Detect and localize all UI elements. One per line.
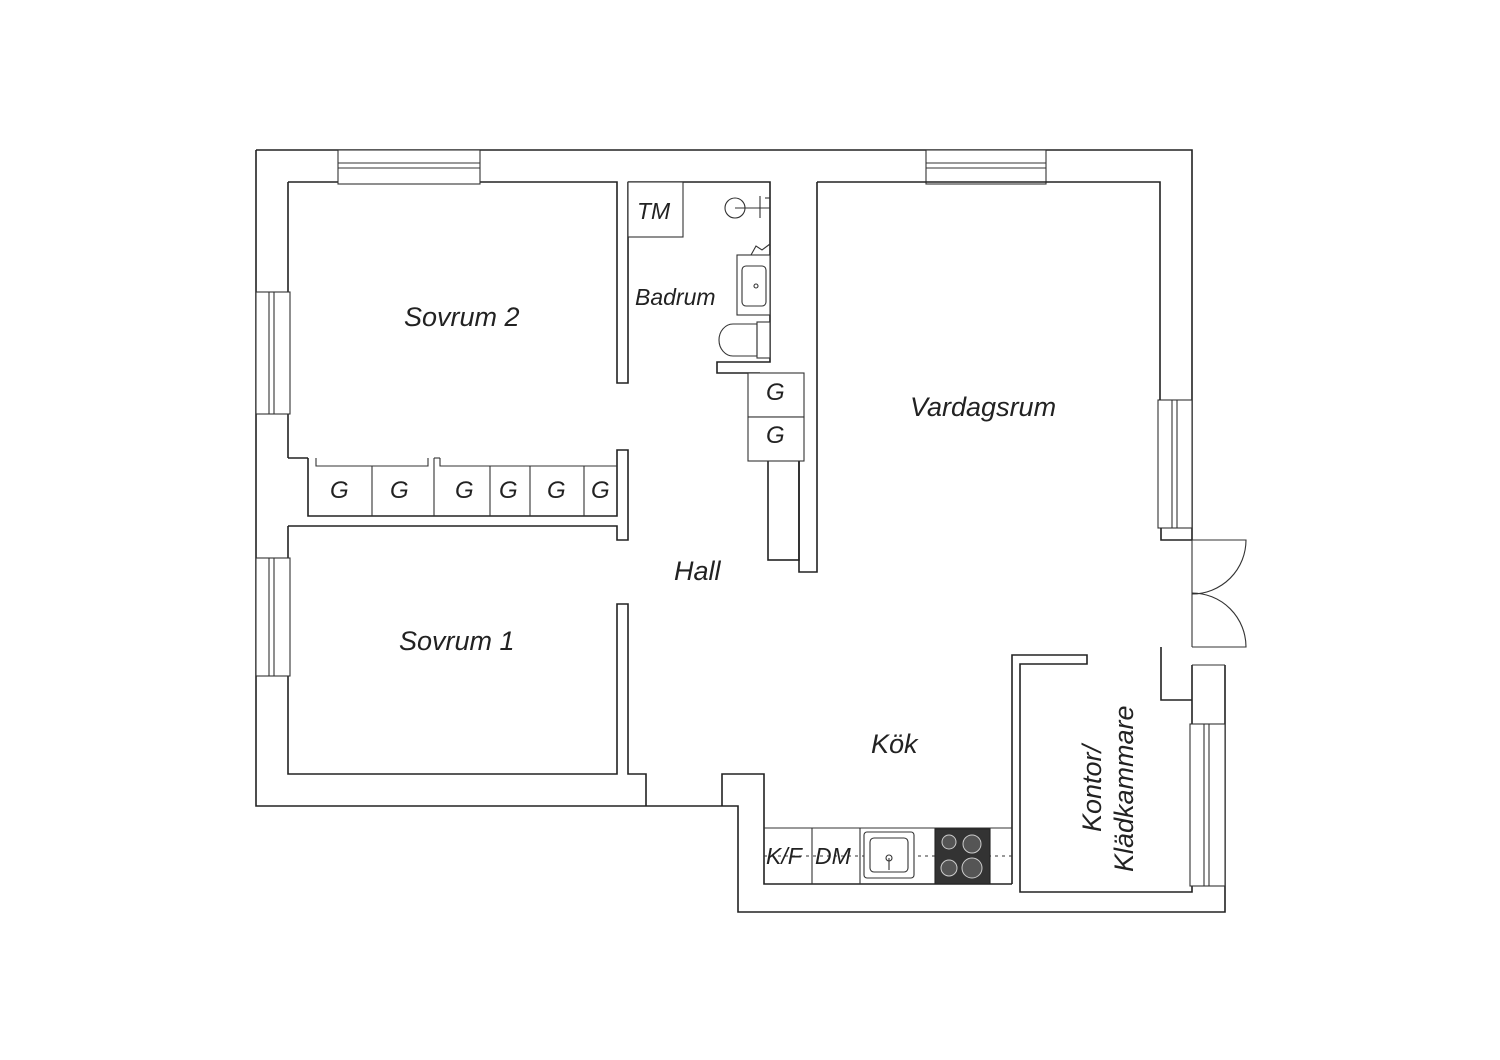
wardrobe-column-label-2: G xyxy=(766,422,785,449)
room-label-badrum: Badrum xyxy=(635,284,716,310)
washing-machine xyxy=(627,181,684,238)
kitchen-sink-icon xyxy=(863,831,915,879)
window-right-lower xyxy=(1189,723,1226,887)
room-labels: Sovrum 2 Sovrum 1 Badrum Vardagsrum Hall… xyxy=(399,284,1139,872)
washing-machine-label: TM xyxy=(637,198,671,224)
wardrobe-label-4: G xyxy=(499,477,518,504)
wardrobe-label-1: G xyxy=(330,477,349,504)
toilet-icon xyxy=(718,321,771,359)
window-right-upper xyxy=(1157,399,1193,529)
window-left-lower xyxy=(255,557,291,677)
dishwasher-label: DM xyxy=(815,843,852,869)
fridge-freezer-label: K/F xyxy=(766,843,804,869)
wardrobe-label-2: G xyxy=(390,477,409,504)
interior-walls xyxy=(288,181,1161,884)
wardrobe-column-label-1: G xyxy=(766,379,785,406)
room-label-kok: Kök xyxy=(871,729,919,759)
room-label-sovrum-2: Sovrum 2 xyxy=(404,302,520,332)
sink-icon xyxy=(736,243,771,316)
bathroom-fixtures: TM xyxy=(627,181,771,359)
kitchen-counter: K/F DM xyxy=(764,827,1012,885)
room-label-kontor: Kontor/ xyxy=(1077,742,1107,832)
wardrobe-label-3: G xyxy=(455,477,474,504)
wardrobe-row: G G G G G G xyxy=(307,457,618,517)
shower-icon xyxy=(724,196,770,219)
windows xyxy=(255,149,1226,887)
room-label-hall: Hall xyxy=(674,556,722,586)
window-top-right xyxy=(925,149,1047,185)
window-left-upper xyxy=(255,291,291,415)
room-label-sovrum-1: Sovrum 1 xyxy=(399,626,515,656)
balcony-door xyxy=(1160,528,1247,666)
room-label-kladkammare: Klädkammare xyxy=(1109,705,1139,872)
wardrobe-label-5: G xyxy=(547,477,566,504)
stove-icon xyxy=(934,828,991,885)
wardrobe-label-6: G xyxy=(591,477,610,504)
room-label-vardagsrum: Vardagsrum xyxy=(910,392,1056,422)
window-top-left xyxy=(337,149,481,185)
wardrobe-column: G G xyxy=(747,372,805,462)
